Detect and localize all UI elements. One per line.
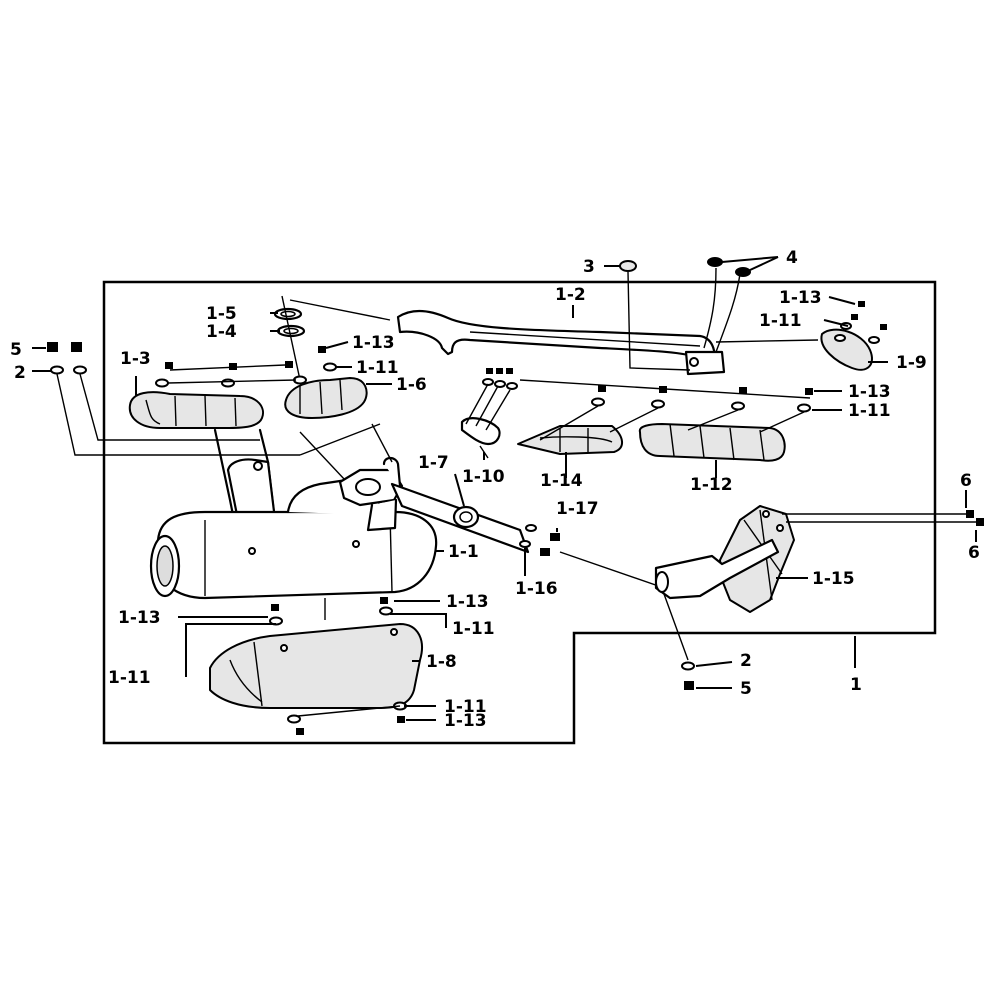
callout-6-b: 6: [968, 543, 980, 563]
callout-1: 1: [850, 675, 862, 695]
part-head-pipe: [396, 267, 741, 376]
callout-1-14: 1-14: [540, 471, 583, 491]
part-heat-cover-long: [638, 423, 786, 462]
part-gasket-top: [619, 257, 751, 371]
callout-1-16: 1-16: [515, 579, 558, 599]
callout-1-13-e: 1-13: [446, 592, 489, 612]
bolt-set-upper-left: [155, 346, 337, 388]
callout-1-13-d: 1-13: [118, 608, 161, 628]
part-gaskets-stack: [273, 295, 391, 381]
callout-1-13-f: 1-13: [444, 711, 487, 731]
callout-1-13-b: 1-13: [779, 288, 822, 308]
callout-1-11-b: 1-11: [759, 311, 802, 331]
callout-2-b: 2: [740, 651, 752, 671]
callout-1-3: 1-3: [120, 349, 151, 369]
callout-1-6: 1-6: [396, 375, 427, 395]
callout-1-11-e: 1-11: [108, 668, 151, 688]
part-heat-shield-front: [284, 377, 368, 419]
part-heat-shield-lower: [209, 597, 423, 735]
leader-lines: [32, 256, 977, 721]
assembly-frame: [102, 280, 937, 745]
part-bracket: [654, 505, 984, 690]
callout-1-10: 1-10: [462, 467, 505, 487]
callout-1-12: 1-12: [690, 475, 733, 495]
callout-1-4: 1-4: [206, 322, 237, 342]
callout-1-9: 1-9: [896, 353, 927, 373]
callout-1-15: 1-15: [812, 569, 855, 589]
callout-1-5: 1-5: [206, 304, 237, 324]
part-heat-cover-small: [517, 425, 623, 455]
callout-3: 3: [583, 257, 595, 277]
callout-1-13-a: 1-13: [352, 333, 395, 353]
bolt-set-link: [519, 524, 671, 591]
callout-1-17: 1-17: [556, 499, 599, 519]
part-link-pipe: [299, 423, 530, 554]
callout-6-a: 6: [960, 471, 972, 491]
callout-1-11-d: 1-11: [452, 619, 495, 639]
callout-1-11-f: 1-11: [444, 697, 487, 717]
callout-1-1: 1-1: [448, 542, 479, 562]
callout-1-8: 1-8: [426, 652, 457, 672]
part-heat-shield-left: [128, 391, 264, 429]
callout-1-11-a: 1-11: [356, 358, 399, 378]
callout-2-a: 2: [14, 363, 26, 383]
callout-1-13-c: 1-13: [848, 382, 891, 402]
callout-4: 4: [786, 248, 798, 268]
callout-5-a: 5: [10, 340, 22, 360]
callout-1-2: 1-2: [555, 285, 586, 305]
callout-1-7: 1-7: [418, 453, 449, 473]
bolt-set-upper-right: [539, 385, 813, 441]
callout-1-11-c: 1-11: [848, 401, 891, 421]
bolt-set-left: [47, 342, 381, 456]
callout-labels: 3 4 1-2 1-5 1-4 1-13 1-11 1-3 1-6 5 2 1-…: [10, 248, 980, 731]
callout-5-b: 5: [740, 679, 752, 699]
